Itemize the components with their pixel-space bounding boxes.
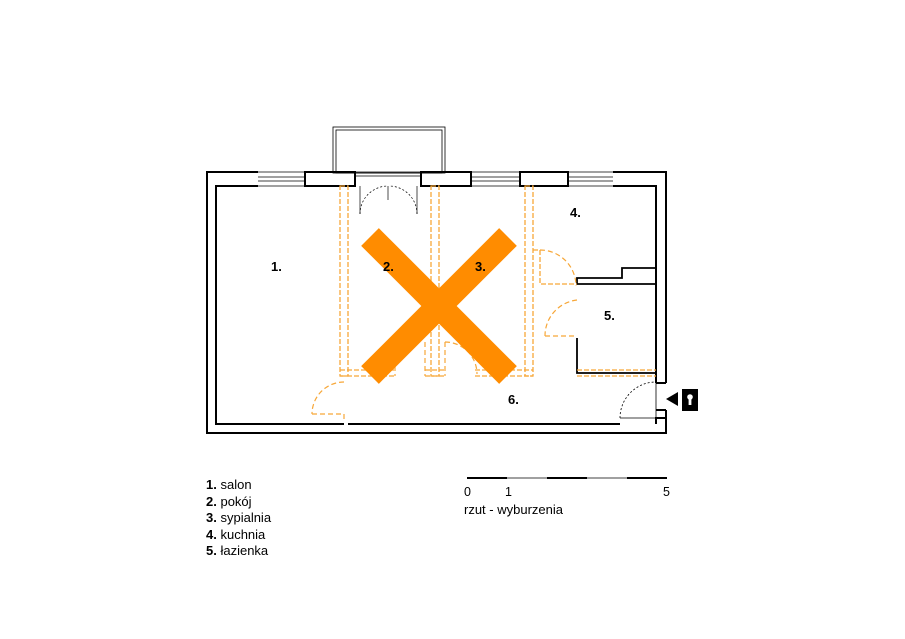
scale-tick-1: 1: [505, 485, 512, 499]
room-label-4: 4.: [570, 205, 581, 220]
windows: [258, 171, 613, 187]
balcony: [332, 126, 446, 174]
entrance-door: [619, 381, 657, 419]
room-label-2: 2.: [383, 259, 394, 274]
legend-name: sypialnia: [220, 510, 272, 525]
plan-caption: rzut - wyburzenia: [464, 502, 563, 517]
legend: 1. salon 2. pokój 3. sypialnia 4. kuchni…: [206, 477, 271, 560]
keyhole-icon: [682, 389, 698, 411]
legend-num: 3.: [206, 510, 217, 525]
legend-num: 4.: [206, 526, 217, 542]
room-labels: 1. 2. 3. 4. 5. 6.: [271, 205, 615, 407]
room-label-5: 5.: [604, 308, 615, 323]
kitchen-bathroom-walls: [576, 267, 656, 374]
room-label-1: 1.: [271, 259, 282, 274]
legend-name: łazienka: [220, 543, 269, 558]
legend-item: 3. sypialnia: [206, 510, 271, 527]
legend-item: 2. pokój: [206, 494, 271, 511]
outer-walls: [206, 171, 667, 434]
legend-item: 4. kuchnia: [206, 527, 271, 544]
scale-tick-0: 0: [464, 485, 471, 499]
legend-num: 2.: [206, 493, 217, 509]
legend-item: 1. salon: [206, 477, 271, 494]
legend-num: 1.: [206, 477, 217, 492]
legend-item: 5. łazienka: [206, 543, 271, 560]
legend-name: pokój: [220, 493, 252, 509]
room-label-6: 6.: [508, 392, 519, 407]
legend-name: kuchnia: [220, 526, 266, 542]
balcony-door: [359, 185, 418, 215]
demolition-cross: [361, 228, 517, 384]
legend-name: salon: [220, 477, 252, 492]
demolition-doors: [311, 249, 578, 420]
legend-num: 5.: [206, 543, 217, 558]
room-label-3: 3.: [475, 259, 486, 274]
scale-tick-5: 5: [663, 485, 670, 499]
triangle-left-icon: [666, 392, 678, 406]
